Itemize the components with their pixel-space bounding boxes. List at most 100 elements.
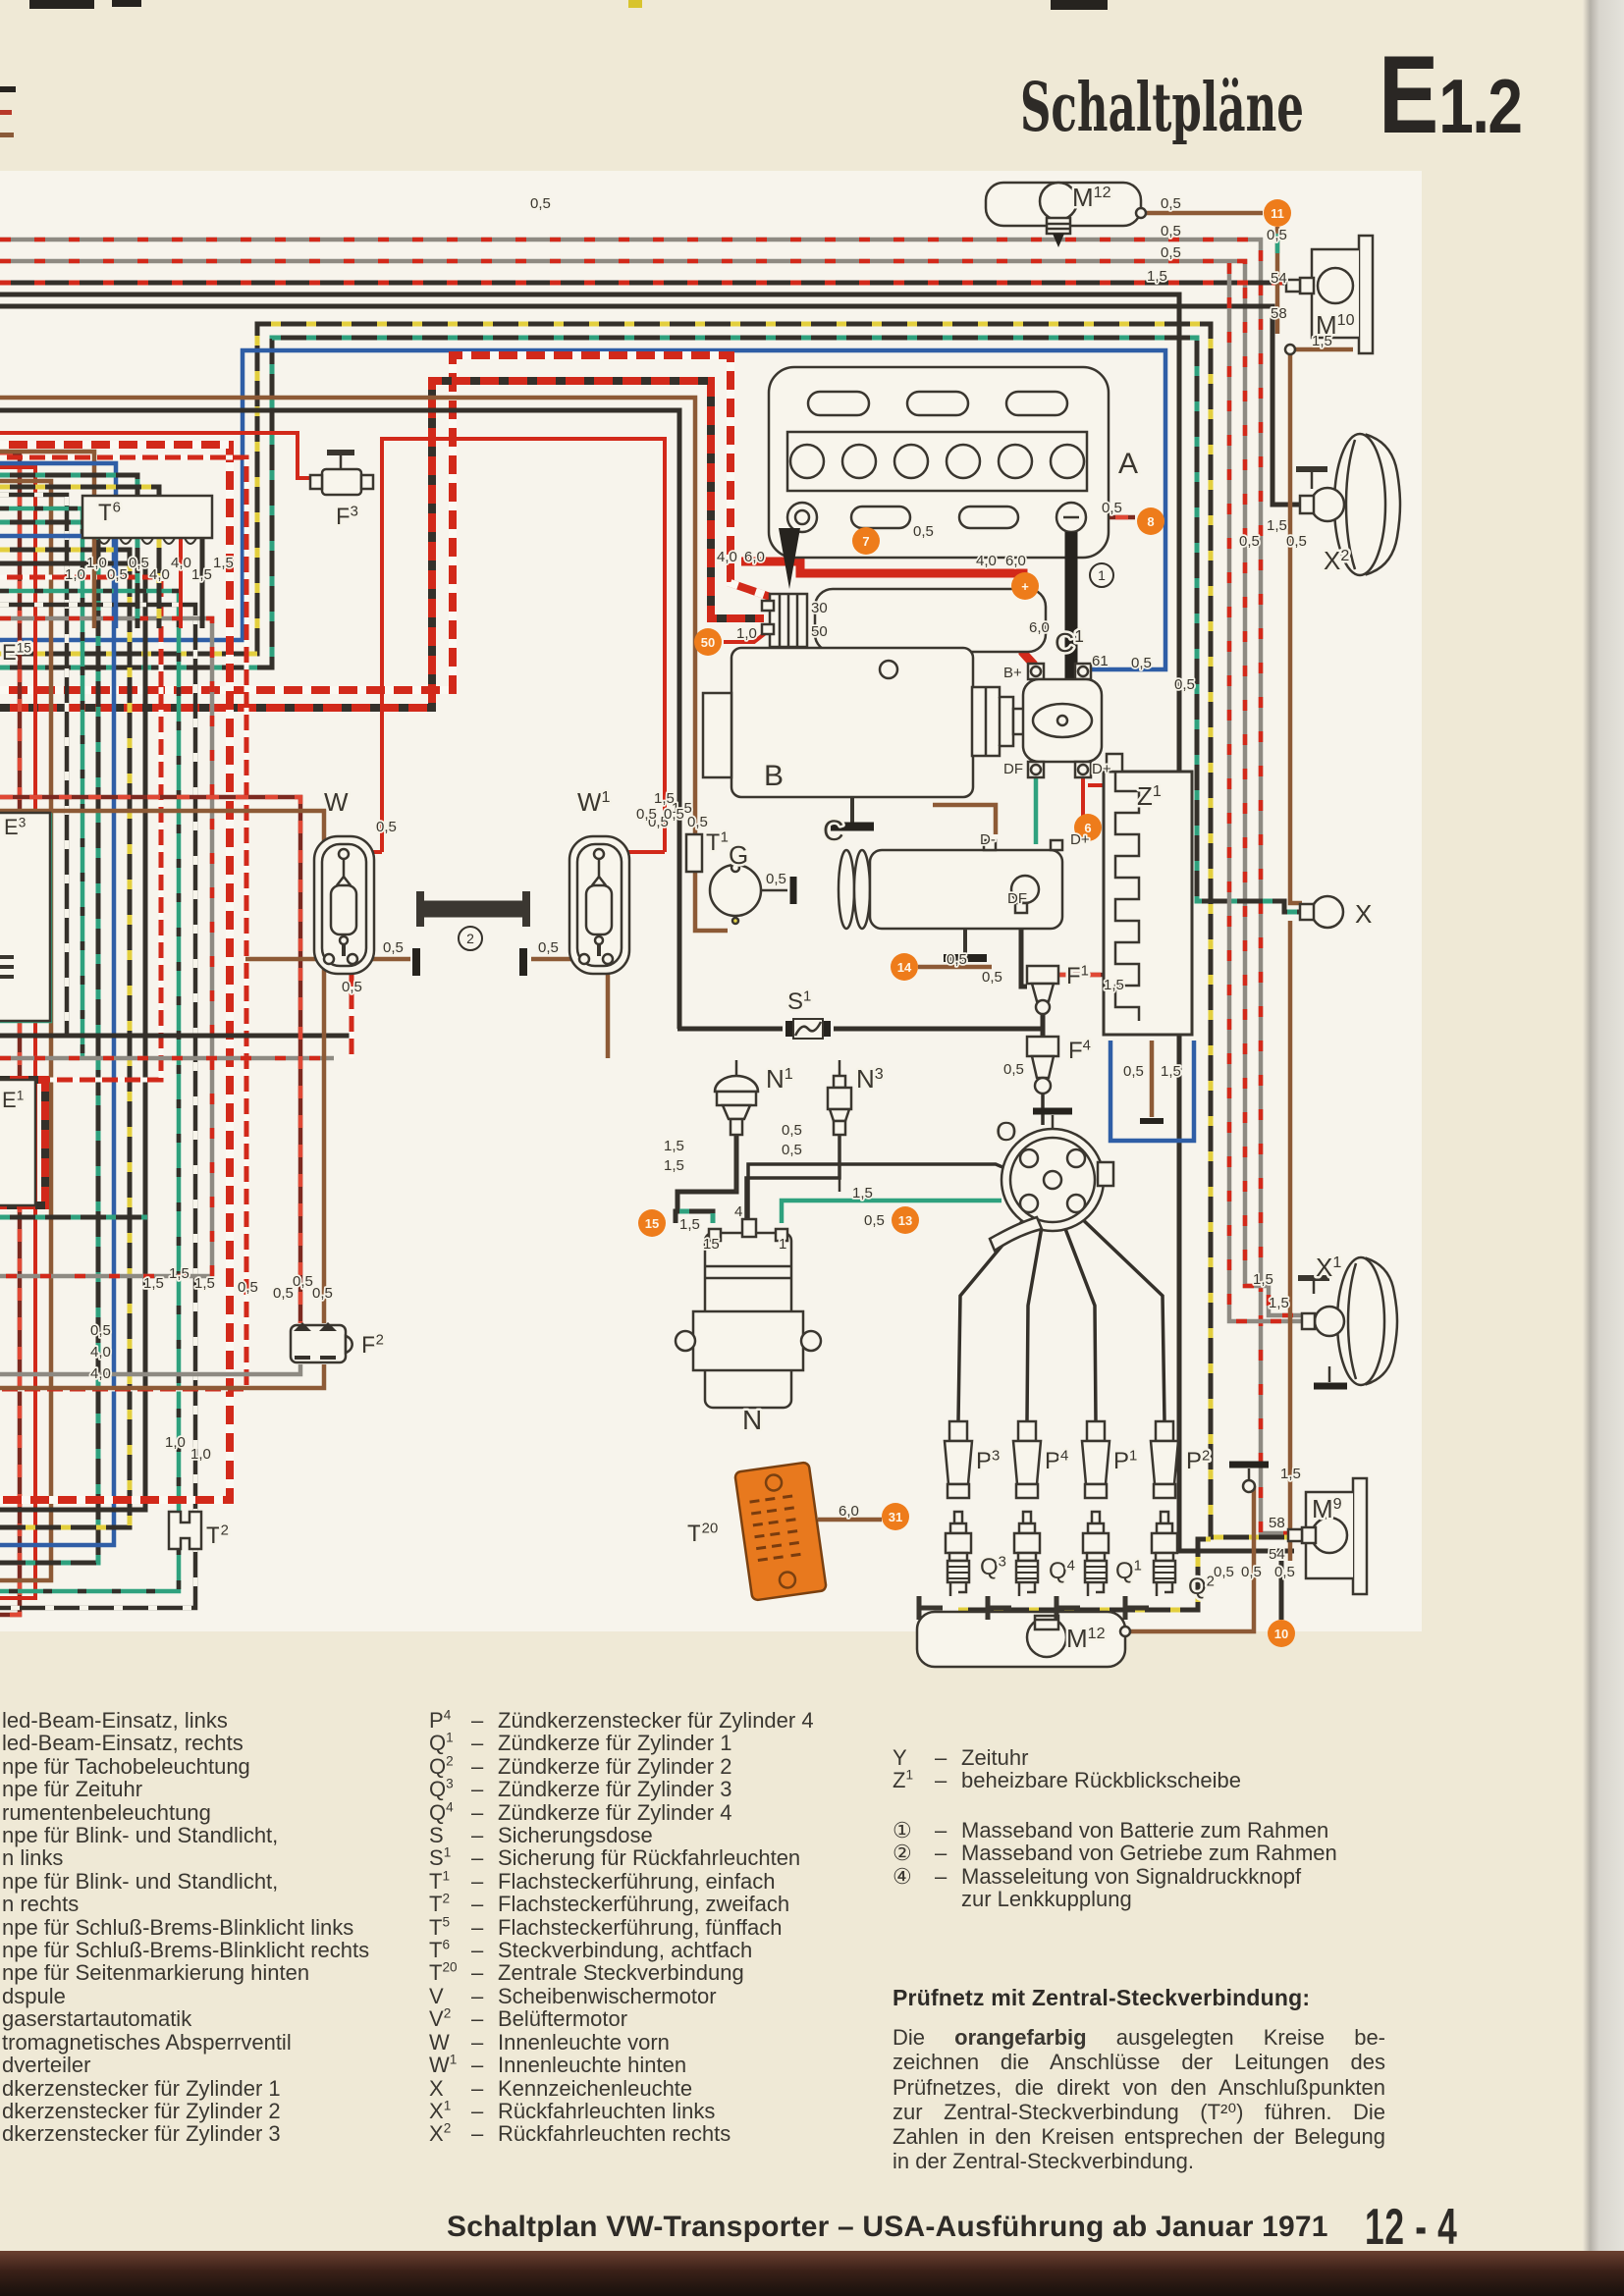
component-label-F1: F1 [1066, 963, 1089, 989]
legend-item-label: Masseband von Getriebe zum Rahmen [961, 1841, 1337, 1866]
component-label-T1: T1 [706, 829, 729, 856]
component-label-W: W [324, 787, 349, 817]
page-edge-bottom [0, 2251, 1624, 2296]
terminal-label-D+: D+ [1070, 831, 1090, 848]
ground-strap-2 [416, 891, 530, 927]
test-node-number: 8 [1147, 514, 1154, 529]
wire-red2 [380, 437, 667, 852]
legend-item-dash: – [471, 1753, 484, 1779]
scan-artifact [0, 86, 16, 92]
legend-item: T20–Zentrale Steckverbindung [429, 1961, 814, 1985]
legend-item-label: Masseleitung von Signaldruckknopf [961, 1863, 1302, 1889]
wire-gauge-label: 0,5 [687, 814, 708, 830]
ignition-coil-N [674, 1217, 823, 1410]
terminal-label-50: 50 [811, 623, 828, 640]
wire-gauge-label: 1,0 [65, 566, 85, 583]
legend-item-code: ④ [893, 1863, 912, 1889]
wire-gauge-label: 1,0 [165, 1434, 186, 1451]
legend-item-fragment: dkerzenstecker für Zylinder 2 [2, 2098, 281, 2123]
interior-light-W1 [568, 834, 631, 976]
legend-item-dash: – [935, 1817, 947, 1842]
wire-overlay [0, 321, 1290, 1540]
legend-item: X2–Rückfahrleuchten rechts [429, 2120, 814, 2147]
wire-gauge-label: 1,5 [1147, 268, 1167, 285]
legend-item-dash: – [471, 1708, 484, 1733]
wire-overlay [0, 335, 1302, 915]
wire-gauge-label: 0,5 [913, 523, 934, 540]
fuse-S1 [785, 1018, 831, 1040]
test-network-node-10: 10 [1268, 1620, 1295, 1647]
legend-item-dash: – [935, 1745, 947, 1770]
wire-blackyel [0, 484, 162, 496]
wire-gauge-label: 0,5 [864, 1212, 885, 1229]
wire-overlay [0, 377, 764, 712]
wire-gauge-label: 0,5 [107, 566, 128, 583]
component-label-N1: N1 [766, 1064, 793, 1094]
wire-brown [1130, 1486, 1257, 1634]
wire-gauge-label: 0,5 [1123, 1063, 1144, 1080]
switch-F2 [289, 1322, 353, 1364]
legend-item-dash: – [471, 1914, 484, 1940]
pruefnetz-heading: Prüfnetz mit Zentral-Steckverbindung: [893, 1985, 1311, 2010]
legend-item: Q3–Zündkerze für Zylinder 3 [429, 1776, 814, 1802]
terminal-label-DF: DF [1003, 761, 1023, 777]
connector-T1 [684, 832, 704, 874]
ground-ref-2: 2 [458, 926, 483, 951]
scan-artifact [29, 0, 94, 9]
wire-gauge-label: 0,5 [664, 806, 684, 823]
terminal-label-61: 61 [1092, 653, 1109, 669]
svg-text:2: 2 [466, 931, 474, 946]
test-network-node-+: + [1011, 572, 1039, 600]
wire-gauge-label: 1,5 [213, 555, 234, 571]
pruefnetz-body-line: zur Zentral-Steckverbindung (T²⁰) führen… [893, 2099, 1385, 2124]
legend-item-label: Zündkerze für Zylinder 3 [498, 1777, 732, 1802]
heated-window-Z1 [1102, 752, 1194, 1124]
legend-note: ①–Masseband von Batterie zum Rahmen [893, 1817, 1337, 1842]
component-label-X2: X2 [1324, 546, 1349, 575]
regulator-C1 [1021, 662, 1104, 779]
legend-item-dash: – [471, 2053, 484, 2078]
wire-gauge-label: 0,5 [1267, 227, 1287, 243]
component-label-N: N [742, 1405, 762, 1435]
test-node-number: 11 [1271, 206, 1284, 221]
legend-item-dash: – [471, 2006, 484, 2032]
legend-item-code: Q3 [429, 1776, 454, 1802]
spark-plug [1054, 1510, 1110, 1620]
wire-brown [0, 808, 327, 1323]
legend-item-code: Q2 [429, 1753, 454, 1779]
component-label-Z1: Z1 [1137, 781, 1162, 811]
legend-item-code: Y [893, 1745, 907, 1770]
wire-blue [0, 347, 1168, 672]
switch-F3 [308, 450, 375, 497]
legend-item-dash: – [471, 2098, 484, 2123]
legend-item-fragment: npe für Tachobeleuchtung [2, 1753, 250, 1779]
legend-item-code: X2 [429, 2120, 452, 2147]
legend-item: V2–Belüftermotor [429, 2006, 814, 2032]
terminal-label-54: 54 [1269, 1546, 1285, 1563]
plug-connector [1080, 1419, 1111, 1500]
wire-gauge-label: 0,5 [947, 951, 967, 968]
legend-item-label: Zündkerzenstecker für Zylinder 4 [498, 1708, 814, 1733]
wire-overlay [0, 547, 133, 1530]
component-layer [0, 181, 1402, 1669]
legend-note: ④–Masseleitung von Signaldruckknopf [893, 1863, 1337, 1889]
legend-item-fragment: npe für Schluß-Brems-Blinklicht links [2, 1914, 354, 1940]
wire-gauge-label: 1,0 [190, 1446, 211, 1463]
wire-black [834, 1026, 1046, 1037]
component-label-M10: M10 [1316, 310, 1355, 340]
test-node-number: + [1021, 579, 1029, 594]
wire-gauge-label: 6,0 [839, 1503, 859, 1520]
wire-gauge-label: 1,5 [1104, 977, 1124, 993]
legend-item-code: ① [893, 1817, 912, 1842]
plug-connector-row [943, 1419, 1180, 1500]
wire-gauge-label: 4,0 [717, 549, 737, 565]
section-code: E1.2 [1379, 40, 1523, 150]
spark-plug [1122, 1510, 1179, 1620]
wire-gauge-label: 0,5 [383, 939, 404, 956]
legend-item-code: Q4 [429, 1799, 454, 1825]
wire-gauge-label: 1,5 [1312, 333, 1332, 349]
wire-brown [0, 449, 97, 496]
legend-item-dash: – [935, 1768, 947, 1793]
legend-item-label: Belüftermotor [498, 2006, 628, 2032]
